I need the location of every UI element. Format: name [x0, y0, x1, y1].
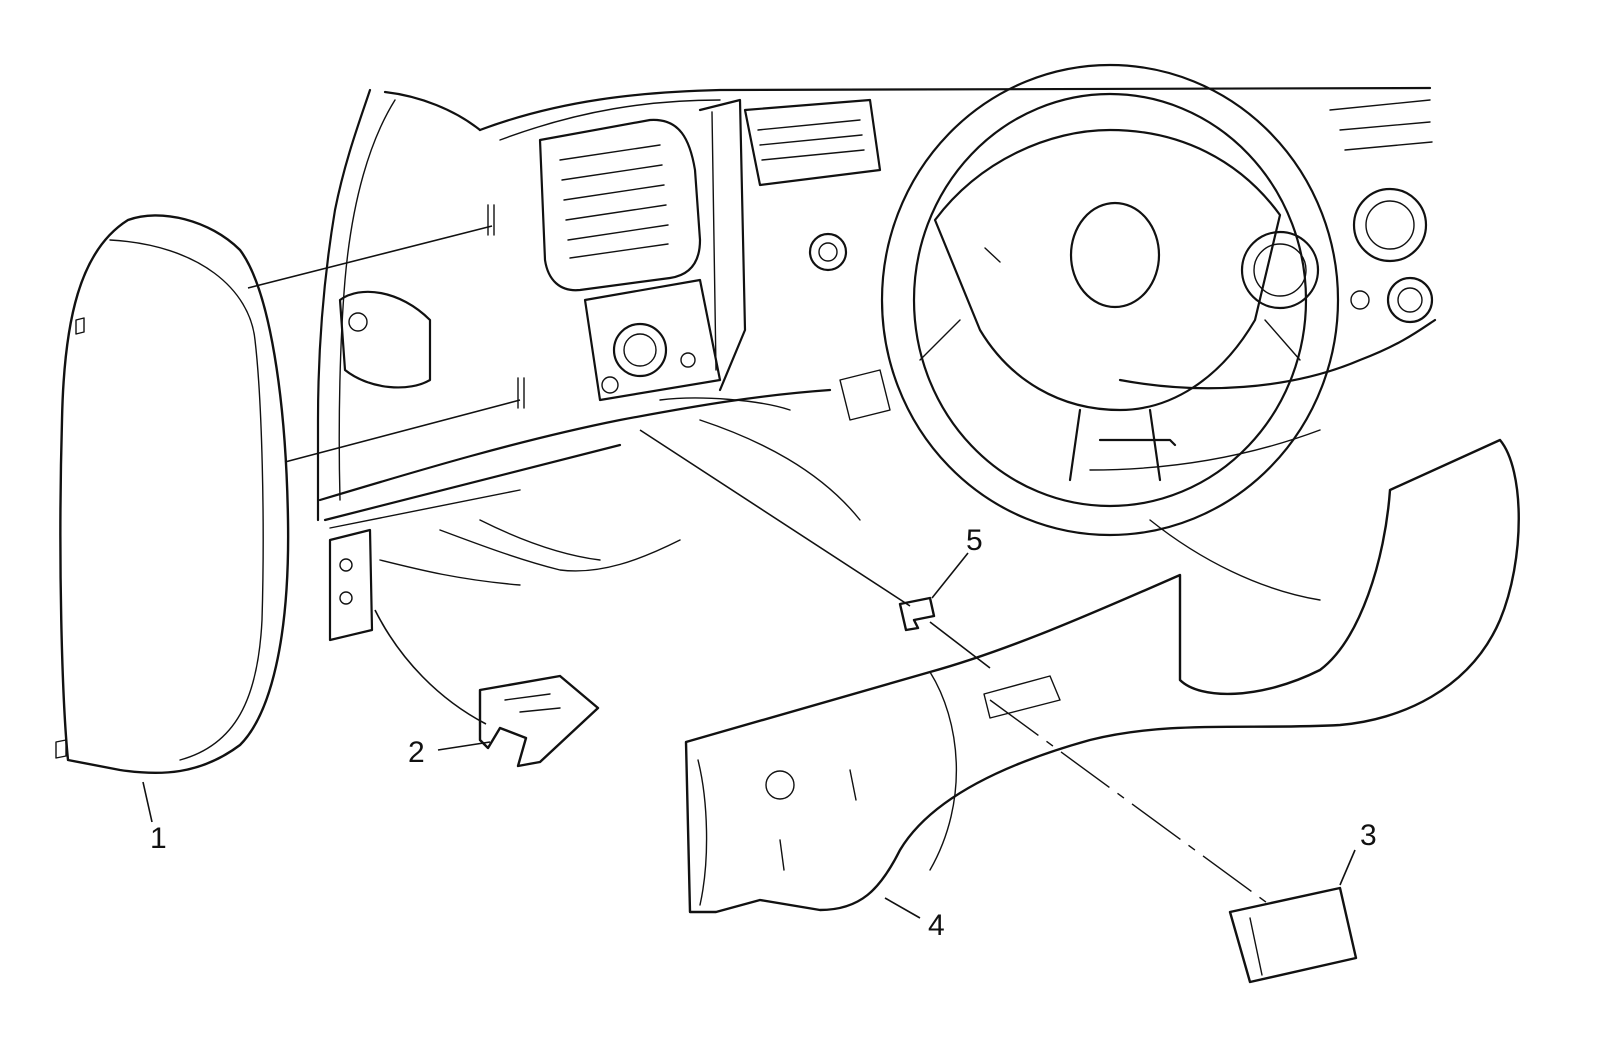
callout-3: 3	[1360, 819, 1377, 852]
callout-leaders	[142, 552, 1356, 919]
assembly-lines	[247, 225, 1271, 906]
part-4-opening	[983, 675, 1061, 719]
callout-5: 5	[966, 524, 983, 557]
part-4-edge	[697, 759, 708, 906]
callout-4: 4	[928, 909, 945, 942]
part-4-slots	[779, 769, 857, 871]
callout-2: 2	[408, 736, 425, 769]
part-1-tab	[75, 317, 85, 335]
instrument-panel-structure	[316, 86, 1437, 642]
part-3-plug	[1228, 886, 1358, 984]
part-1-end-cover	[59, 214, 290, 775]
part-1-inner-edge	[109, 239, 264, 761]
part-2-bracket	[478, 674, 600, 768]
part-4-contour	[929, 671, 958, 871]
steering-wheel	[880, 63, 1340, 537]
part-4-knee-bolster	[684, 438, 1520, 914]
part-1-tab-lower	[55, 739, 67, 759]
part-4-hole	[765, 770, 795, 800]
part-5-clip	[898, 596, 936, 632]
callout-1: 1	[150, 822, 167, 855]
